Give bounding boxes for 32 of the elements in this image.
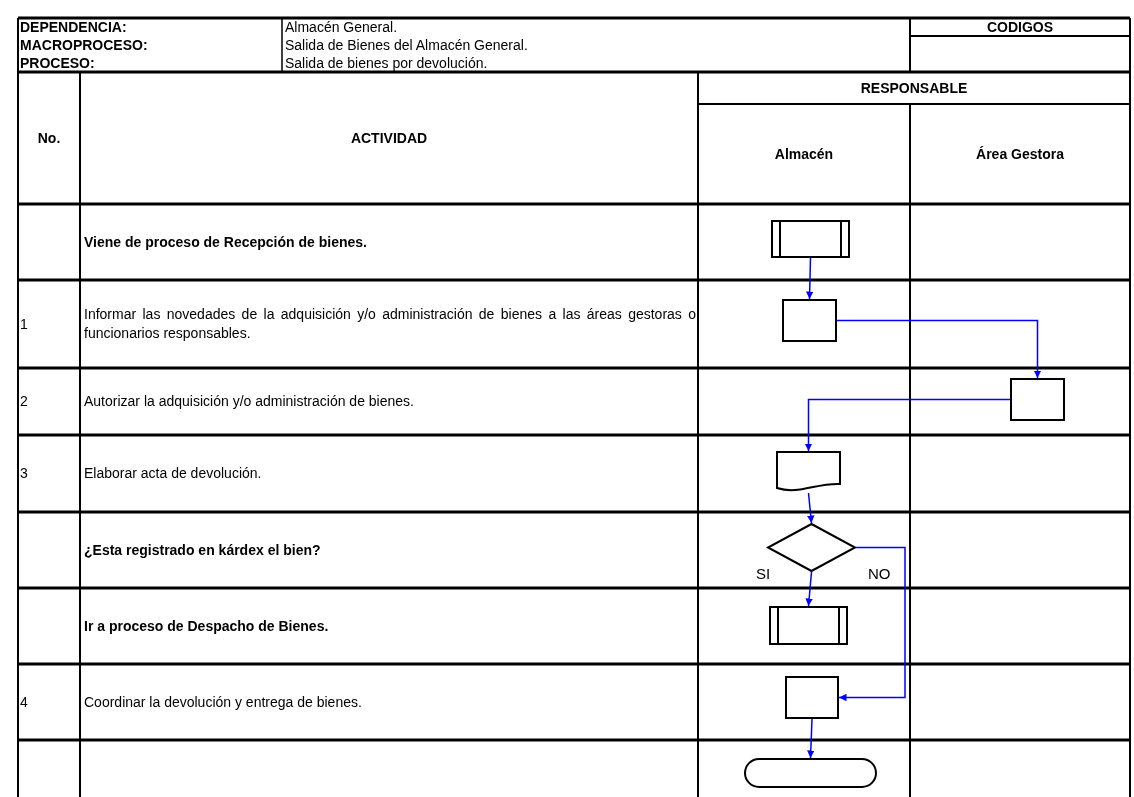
activity-text: Ir a proceso de Despacho de Bienes. — [84, 616, 329, 636]
activity-text: Viene de proceso de Recepción de bienes. — [84, 232, 367, 252]
step-number: 4 — [20, 692, 28, 712]
arrow — [805, 571, 813, 607]
field-label: DEPENDENCIA: — [20, 17, 127, 37]
step-number: 1 — [20, 314, 28, 334]
edge-label: SI — [756, 566, 771, 581]
column-header: No. — [37, 128, 61, 148]
column-header: Área Gestora — [976, 144, 1064, 164]
column-header: CODIGOS — [986, 17, 1054, 37]
edge-label: NO — [868, 566, 891, 581]
column-header: RESPONSABLE — [860, 78, 968, 98]
field-value: Salida de bienes por devolución. — [285, 53, 488, 73]
arrow — [804, 398, 1011, 452]
arrow — [836, 319, 1042, 379]
step-number: 2 — [20, 392, 28, 411]
field-label: MACROPROCESO: — [20, 35, 148, 55]
column-header: ACTIVIDAD — [350, 128, 428, 148]
activity-text: Informar las novedades de la adquisición y/o administración de bienes a las áreas gestoras o funcionarios responsables. — [84, 305, 696, 343]
field-value: Almacén General. — [285, 17, 398, 37]
field-label: PROCESO: — [20, 53, 95, 73]
field-value: Salida de Bienes del Almacén General. — [285, 35, 528, 55]
arrow — [805, 257, 814, 300]
column-header: Almacén — [774, 144, 834, 164]
step-number: 3 — [20, 464, 28, 483]
arrow — [807, 718, 815, 759]
arrow — [807, 492, 815, 524]
activity-text: ¿Esta registrado en kárdex el bien? — [84, 540, 321, 560]
arrow — [838, 546, 906, 702]
activity-text: Elaborar acta de devolución. — [84, 464, 262, 483]
activity-text: Coordinar la devolución y entrega de bienes. — [84, 692, 362, 712]
activity-text: Autorizar la adquisición y/o administración de bienes. — [84, 392, 414, 411]
